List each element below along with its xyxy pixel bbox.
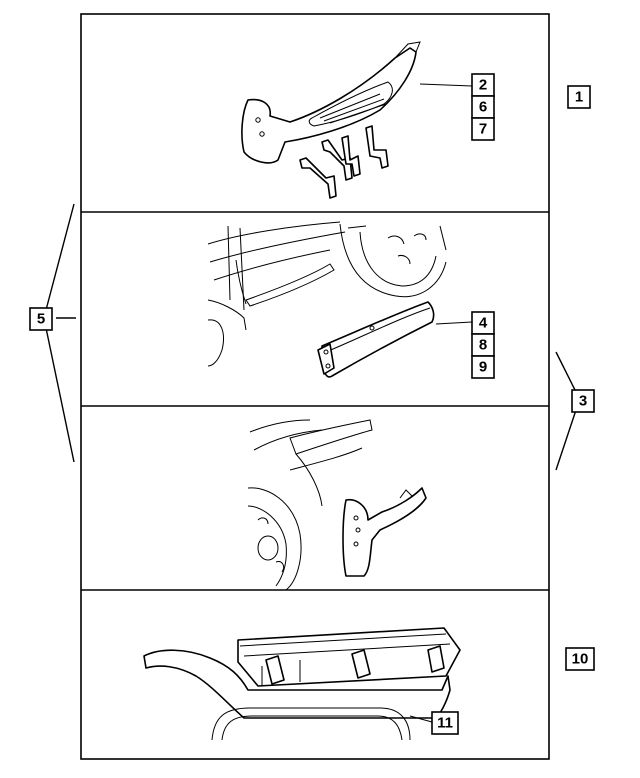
leader-lines-5 bbox=[45, 203, 76, 463]
svg-text:9: 9 bbox=[479, 359, 487, 376]
panel-frame bbox=[80, 13, 550, 760]
svg-text:6: 6 bbox=[479, 99, 487, 116]
running-board-illustration bbox=[241, 41, 421, 199]
callout-3: 3 bbox=[571, 389, 595, 413]
callout-5: 5 bbox=[29, 307, 53, 331]
svg-text:8: 8 bbox=[479, 337, 487, 354]
leader-line-2 bbox=[419, 83, 473, 87]
svg-text:10: 10 bbox=[572, 651, 589, 668]
callout-9: 9 bbox=[471, 355, 495, 379]
svg-text:4: 4 bbox=[479, 315, 488, 332]
callout-11: 11 bbox=[431, 711, 459, 735]
callout-1: 1 bbox=[567, 85, 591, 109]
callout-6: 6 bbox=[471, 95, 495, 119]
svg-text:2: 2 bbox=[479, 77, 487, 94]
leader-line-11 bbox=[409, 715, 433, 723]
door-sill-illustration bbox=[207, 221, 447, 378]
callout-10: 10 bbox=[565, 647, 595, 671]
leader-lines-3 bbox=[555, 351, 577, 471]
callout-8: 8 bbox=[471, 333, 495, 357]
svg-text:5: 5 bbox=[37, 311, 45, 328]
callout-2: 2 bbox=[471, 73, 495, 97]
fender-flare-illustration bbox=[247, 419, 427, 591]
svg-text:11: 11 bbox=[437, 715, 453, 732]
svg-text:3: 3 bbox=[579, 393, 587, 410]
callout-7: 7 bbox=[471, 117, 495, 141]
tubular-step-illustration bbox=[143, 627, 461, 741]
callout-4: 4 bbox=[471, 311, 495, 335]
leader-line-4 bbox=[435, 321, 473, 325]
svg-text:7: 7 bbox=[479, 121, 487, 138]
svg-text:1: 1 bbox=[575, 89, 583, 106]
